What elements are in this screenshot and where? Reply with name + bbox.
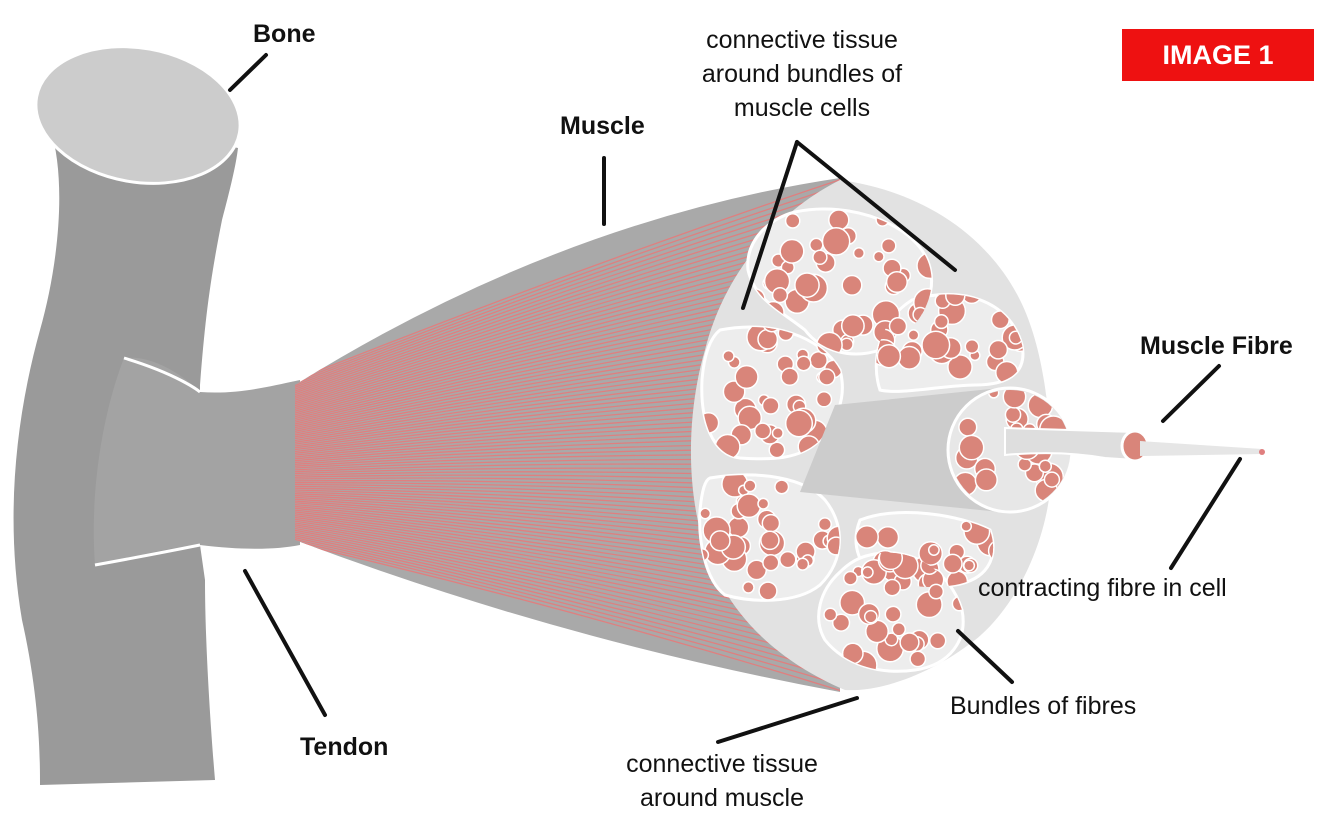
tendon-leader: [245, 571, 325, 715]
muscle-fibre-dot: [762, 515, 779, 532]
muscle-fibre-dot: [737, 494, 760, 517]
muscle-fibre-dot: [959, 418, 977, 436]
bone-label: Bone: [253, 20, 316, 48]
muscle-fibre-dot: [829, 210, 849, 230]
muscle-fibre-dot: [755, 423, 771, 439]
muscle-fibre-dot: [865, 611, 877, 623]
muscle-fibre-dot: [890, 318, 907, 335]
muscle-fibre-dot: [797, 558, 809, 570]
muscle-fibre-dot: [795, 273, 819, 297]
muscle-fibre-dot: [1005, 407, 1020, 422]
bundles-of-fibres-label: Bundles of fibres: [950, 692, 1136, 720]
muscle-fibre-dot: [758, 498, 769, 509]
muscle-fibre-dot: [728, 517, 749, 538]
muscle-fibre-dot: [900, 633, 919, 652]
muscle-fibre-dot: [810, 238, 823, 251]
muscle-fibre-dot: [773, 428, 784, 439]
muscle-fibre-dot: [819, 369, 835, 385]
muscle-fibre-dot: [1044, 472, 1059, 487]
image-badge: IMAGE 1: [1122, 29, 1314, 81]
contracting-fibre-strand: [1140, 441, 1262, 456]
muscle-fibre-dot: [842, 315, 864, 337]
tendon-label: Tendon: [300, 733, 388, 761]
muscle-fibre-dot: [781, 368, 798, 385]
muscle-fibre-dot: [700, 508, 710, 518]
muscle-fibre-dot: [935, 315, 949, 329]
contracting-fibre-label: contracting fibre in cell: [978, 574, 1227, 602]
muscle-fibre-dot: [723, 351, 734, 362]
muscle-fibre-dot: [922, 331, 950, 359]
muscle-fibre-dot: [989, 341, 1007, 359]
muscle-fibre-dot: [842, 276, 862, 296]
muscle-fibre-dot: [854, 248, 865, 259]
muscle-fibre-dot: [965, 340, 978, 353]
muscle-fibre-dot: [759, 582, 777, 600]
muscle-fibre-dot: [710, 531, 730, 551]
tendon-shape: [94, 358, 300, 565]
muscle-fibre-dot: [780, 240, 804, 264]
muscle-fibre-dot: [844, 572, 857, 585]
muscle-fibre-dot: [813, 250, 827, 264]
muscle-fibre-dot: [874, 251, 884, 261]
muscle-fibre-dot: [763, 398, 779, 414]
connective-muscle-label-line2: around muscle: [640, 784, 804, 812]
muscle-fibre-dot: [796, 356, 810, 370]
muscle-fibre-dot: [780, 552, 796, 568]
muscle-fibre-label: Muscle Fibre: [1140, 332, 1293, 360]
muscle-fibre-dot: [824, 608, 837, 621]
muscle-fibre-dot: [877, 345, 900, 368]
muscle-fibre-dot: [930, 633, 946, 649]
muscle-label: Muscle: [560, 112, 645, 140]
connective-muscle-label-line1: connective tissue: [626, 750, 818, 778]
muscle-fibre-dot: [929, 584, 943, 598]
muscle-fibre-dot: [744, 480, 756, 492]
connective-bundles-label-line2: around bundles of: [702, 60, 902, 88]
muscle-fibre-dot: [884, 580, 900, 596]
muscle-fibre-dot: [758, 330, 777, 349]
bone-leader: [230, 55, 266, 90]
muscle-fibre-dot: [773, 288, 788, 303]
muscle-fibre-dot: [908, 330, 918, 340]
connective-muscle-leader: [718, 698, 857, 742]
muscle-fibre-dot: [898, 347, 921, 370]
muscle-fibre-dot: [975, 469, 997, 491]
contracting-fibre-leader: [1171, 459, 1240, 568]
muscle-fibre-dot: [775, 480, 789, 494]
muscle-fibre-dot: [959, 435, 983, 459]
muscle-fibre-dot: [961, 521, 971, 531]
muscle-fibre-dot: [817, 392, 832, 407]
muscle-fibre-dot: [885, 606, 901, 622]
muscle-fibre-leader: [1163, 366, 1219, 421]
muscle-fibre-dot: [1039, 460, 1051, 472]
muscle-fibre-dot: [929, 545, 939, 555]
muscle-fibre-dot: [887, 272, 908, 293]
muscle-fibre-dot: [763, 555, 779, 571]
muscle-fibre-dot: [856, 526, 878, 548]
muscle-fibre-dot: [823, 228, 850, 255]
muscle-fibre-dot: [910, 651, 925, 666]
muscle-fibre-dot: [877, 527, 898, 548]
muscle-fibre-dot: [964, 560, 975, 571]
connective-bundles-label-line1: connective tissue: [706, 26, 898, 54]
muscle-fibre-dot: [743, 582, 754, 593]
muscle-fibre-dot: [761, 531, 779, 549]
muscle-fibre-dot: [882, 239, 896, 253]
muscle-fibre-dot: [892, 623, 905, 636]
cross-section: [691, 180, 1265, 690]
muscle-fibre-dot: [786, 410, 813, 437]
muscle-fibre-dot: [943, 554, 962, 573]
contracting-fibre-tip: [1259, 449, 1265, 455]
bundles-leader: [958, 631, 1012, 682]
muscle-fibre-dot: [862, 567, 873, 578]
muscle-fibre-dot: [735, 366, 758, 389]
muscle-fibre-dot: [819, 518, 832, 531]
connective-bundles-label-line3: muscle cells: [734, 94, 870, 122]
muscle-fibre-dot: [786, 214, 800, 228]
